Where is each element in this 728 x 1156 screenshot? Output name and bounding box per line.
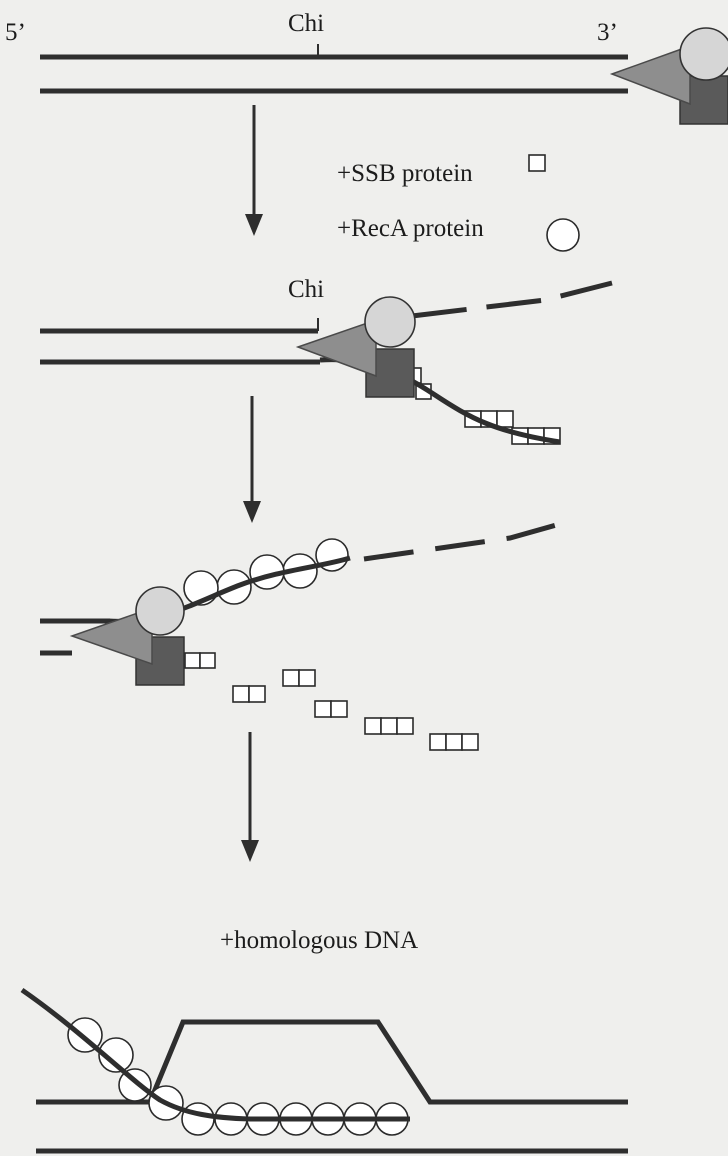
stage-2-unwinding: Chi (40, 276, 612, 444)
chi-label-1: Chi (288, 10, 324, 37)
five-prime-label: 5’ (5, 19, 26, 46)
recc-circle (680, 28, 728, 80)
square-icon (529, 155, 545, 171)
recbcd-enzyme-2 (298, 297, 415, 397)
homologous-dna-label: +homologous DNA (220, 927, 418, 954)
stage-3-reca-loading (40, 524, 560, 750)
ssb-coated-strand-2 (320, 360, 560, 444)
three-prime-label: 3’ (597, 19, 618, 46)
ssb-legend-label: +SSB protein (337, 160, 473, 187)
stage-4-strand-invasion (22, 990, 628, 1151)
released-ssb (185, 653, 478, 750)
recbcd-enzyme-1 (612, 28, 728, 124)
recc-circle (365, 297, 415, 347)
chi-label-2: Chi (288, 276, 324, 303)
recbcd-enzyme-3 (72, 587, 184, 685)
step-arrow-3 (241, 732, 259, 862)
reca-filament-3 (184, 539, 348, 605)
legend: +SSB protein +RecA protein (337, 155, 579, 251)
recc-circle (136, 587, 184, 635)
dashed-3-prime-strand (364, 524, 560, 559)
dashed-3-prime-strand (412, 283, 612, 316)
step-arrow-2 (243, 396, 261, 523)
recd-triangle (298, 320, 376, 376)
circle-icon (547, 219, 579, 251)
step-arrow-1 (245, 105, 263, 236)
reca-legend-label: +RecA protein (337, 215, 484, 242)
stage-1-duplex: 5’ Chi 3’ (5, 10, 728, 124)
